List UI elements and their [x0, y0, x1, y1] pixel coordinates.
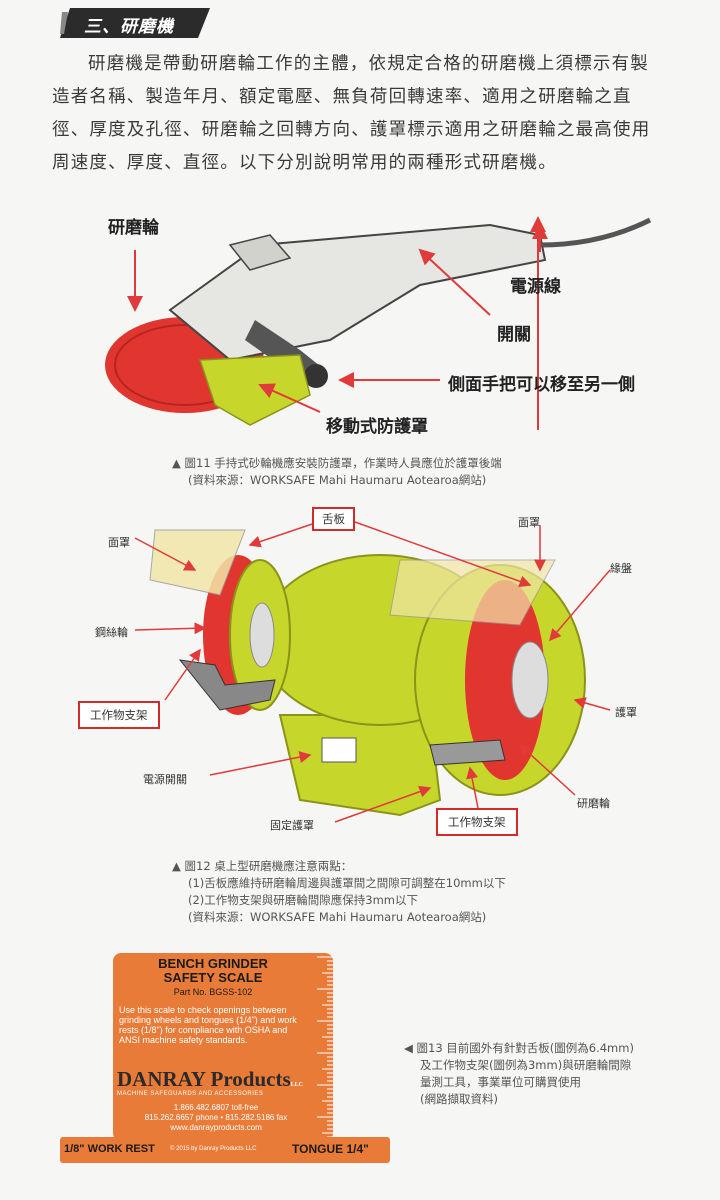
safety-scale-card: BENCH GRINDER SAFETY SCALE Part No. BGSS…	[113, 953, 333, 1141]
heading-banner-shape	[60, 8, 210, 38]
fig13-caption-line3: 量測工具，事業單位可購買使用	[420, 1075, 581, 1089]
label-work-rest-right: 工作物支架	[436, 808, 518, 836]
label-guard: 移動式防護罩	[326, 417, 428, 437]
grinder-base	[278, 714, 442, 817]
fig12-caption-line2: (1)舌板應維持研磨輪周邊與護罩間之間隙可調整在10mm以下	[188, 876, 506, 890]
safety-scale-bottom-bar: 1/8" WORK REST © 2015 by Danray Products…	[60, 1137, 390, 1163]
section-title: 三、研磨機	[84, 17, 174, 37]
fig12-caption: ▲ 圖12 桌上型研磨機應注意兩點： (1)舌板應維持研磨輪周邊與護罩間之間隙可…	[172, 858, 506, 926]
intro-paragraph: 研磨機是帶動研磨輪工作的主體，依規定合格的研磨機上須標示有製造者名稱、製造年月、…	[52, 48, 664, 180]
fig13-caption-line2: 及工作物支架(圖例為3mm)與研磨輪間隙	[420, 1058, 632, 1072]
label-fixed-guard: 固定護罩	[270, 819, 314, 832]
label-face-shield-left: 面罩	[108, 536, 130, 549]
card-body: Use this scale to check openings between…	[119, 1005, 297, 1045]
figure11-angle-grinder	[105, 216, 652, 430]
fig11-caption: ▲ 圖11 手持式砂輪機應安裝防護罩，作業時人員應位於護罩後端 (資料來源：WO…	[172, 455, 502, 489]
fig12-caption-line3: (2)工作物支架與研磨輪間隙應保持3mm以下	[188, 893, 419, 907]
card-tagline: MACHINE SAFEGUARDS AND ACCESSORIES	[117, 1091, 264, 1097]
figure12-bench-grinder	[134, 517, 611, 823]
label-switch: 開關	[497, 325, 531, 345]
movable-guard-shape	[198, 354, 311, 426]
label-cord: 電源線	[510, 277, 561, 297]
fig11-caption-line1: ▲ 圖11 手持式砂輪機應安裝防護罩，作業時人員應位於護罩後端	[172, 456, 502, 470]
label-work-rest-left: 工作物支架	[78, 701, 160, 729]
card-brand-suffix: LLC	[290, 1082, 303, 1088]
label-power-switch: 電源開關	[143, 773, 187, 786]
card-part-no: Part No. BGSS-102	[173, 987, 253, 997]
label-handle: 側面手把可以移至另一側	[448, 375, 635, 395]
label-guard: 護罩	[615, 706, 637, 719]
label-tongue: 舌板	[312, 507, 355, 531]
scale-ticks	[317, 956, 333, 1138]
fig13-caption-line1: ◀ 圖13 目前國外有針對舌板(圖例為6.4mm)	[404, 1041, 634, 1055]
work-rest-label: 1/8" WORK REST	[64, 1143, 155, 1155]
fig12-caption-line4: (資料來源：WORKSAFE Mahi Haumaru Aotearoa網站)	[188, 910, 487, 924]
label-grinding-wheel: 研磨輪	[577, 797, 610, 810]
card-phone1: 1.866.482.6807 toll-free	[173, 1103, 259, 1112]
grinding-wheel-right	[465, 580, 545, 780]
label-wire-wheel: 鋼絲輪	[95, 626, 128, 639]
card-title1: BENCH GRINDER	[158, 956, 268, 971]
intro-text: 研磨機是帶動研磨輪工作的主體，依規定合格的研磨機上須標示有製造者名稱、製造年月、…	[52, 54, 651, 173]
side-handle	[245, 320, 325, 385]
card-phone2: 815.262.6657 phone • 815.282.5186 fax	[144, 1113, 288, 1122]
power-cord	[539, 217, 652, 248]
fig11-caption-line2: (資料來源：WORKSAFE Mahi Haumaru Aotearoa網站)	[188, 473, 487, 487]
copyright-label: © 2015 by Danray Products LLC	[170, 1146, 257, 1152]
card-web: www.danrayproducts.com	[170, 1123, 262, 1132]
card-brand: DANRAY Products	[117, 1067, 291, 1091]
label-flange: 緣盤	[610, 562, 632, 575]
fig13-caption-line4: (網路擷取資料)	[420, 1092, 498, 1106]
fig13-caption: ◀ 圖13 目前國外有針對舌板(圖例為6.4mm) 及工作物支架(圖例為3mm)…	[404, 1040, 674, 1108]
label-face-shield-right: 面罩	[518, 516, 540, 529]
card-title2: SAFETY SCALE	[163, 970, 263, 985]
tongue-label: TONGUE 1/4"	[292, 1142, 369, 1156]
section-heading: 三、研磨機	[60, 8, 210, 38]
label-wheel: 研磨輪	[108, 218, 159, 238]
grinder-body	[168, 223, 547, 362]
fig12-caption-line1: ▲ 圖12 桌上型研磨機應注意兩點：	[172, 859, 353, 873]
